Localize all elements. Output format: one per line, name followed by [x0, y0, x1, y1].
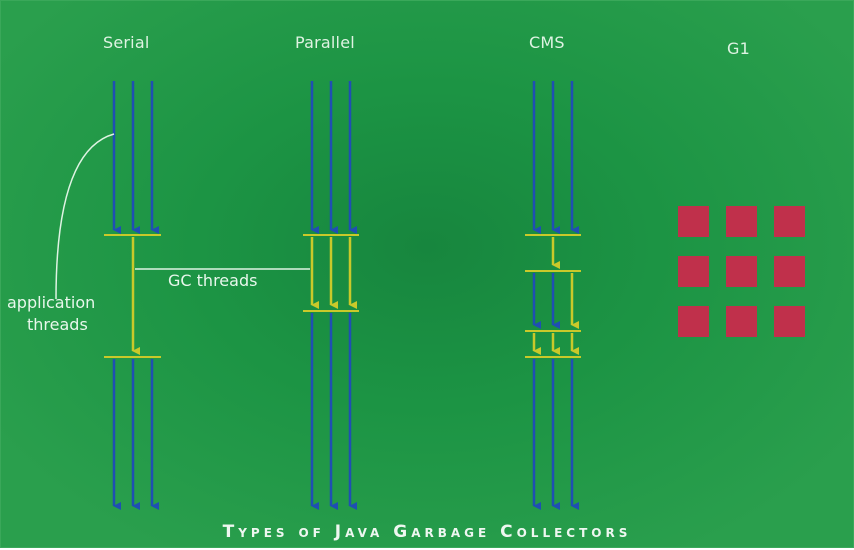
parallel-diagram — [303, 81, 359, 510]
g1-region-1-1 — [726, 256, 757, 287]
cms-label: CMS — [529, 33, 565, 52]
g1-label: G1 — [727, 39, 750, 58]
cms-app-threads-bottom — [532, 359, 579, 510]
g1-region-2-2 — [774, 306, 805, 337]
g1-region-0-0 — [678, 206, 709, 237]
gc-threads-annotation: GC threads — [168, 271, 258, 290]
application-threads-annotation: application threads — [7, 292, 95, 336]
serial-app-threads-bottom — [112, 359, 159, 510]
parallel-app-threads-bottom — [310, 313, 357, 510]
application-threads-callout-line — [55, 133, 115, 300]
application-threads-line2: threads — [27, 315, 88, 334]
cms-diagram — [525, 81, 581, 510]
g1-region-1-2 — [774, 256, 805, 287]
parallel-app-threads-top — [310, 81, 357, 234]
g1-region-1-0 — [678, 256, 709, 287]
serial-label: Serial — [103, 33, 150, 52]
serial-app-threads-top — [112, 81, 159, 234]
g1-region-0-1 — [726, 206, 757, 237]
application-threads-line1: application — [7, 293, 96, 312]
cms-app-threads-top — [532, 81, 579, 234]
parallel-gc-threads — [310, 237, 357, 309]
parallel-label: Parallel — [295, 33, 355, 52]
g1-region-0-2 — [774, 206, 805, 237]
serial-diagram — [104, 81, 161, 510]
g1-region-2-0 — [678, 306, 709, 337]
g1-region-2-1 — [726, 306, 757, 337]
cms-app-threads-concurrent — [532, 273, 560, 329]
cms-remark-gc-threads — [532, 333, 579, 355]
slide-caption: Types of Java Garbage Collectors — [222, 522, 632, 542]
g1-region-grid — [678, 206, 805, 337]
